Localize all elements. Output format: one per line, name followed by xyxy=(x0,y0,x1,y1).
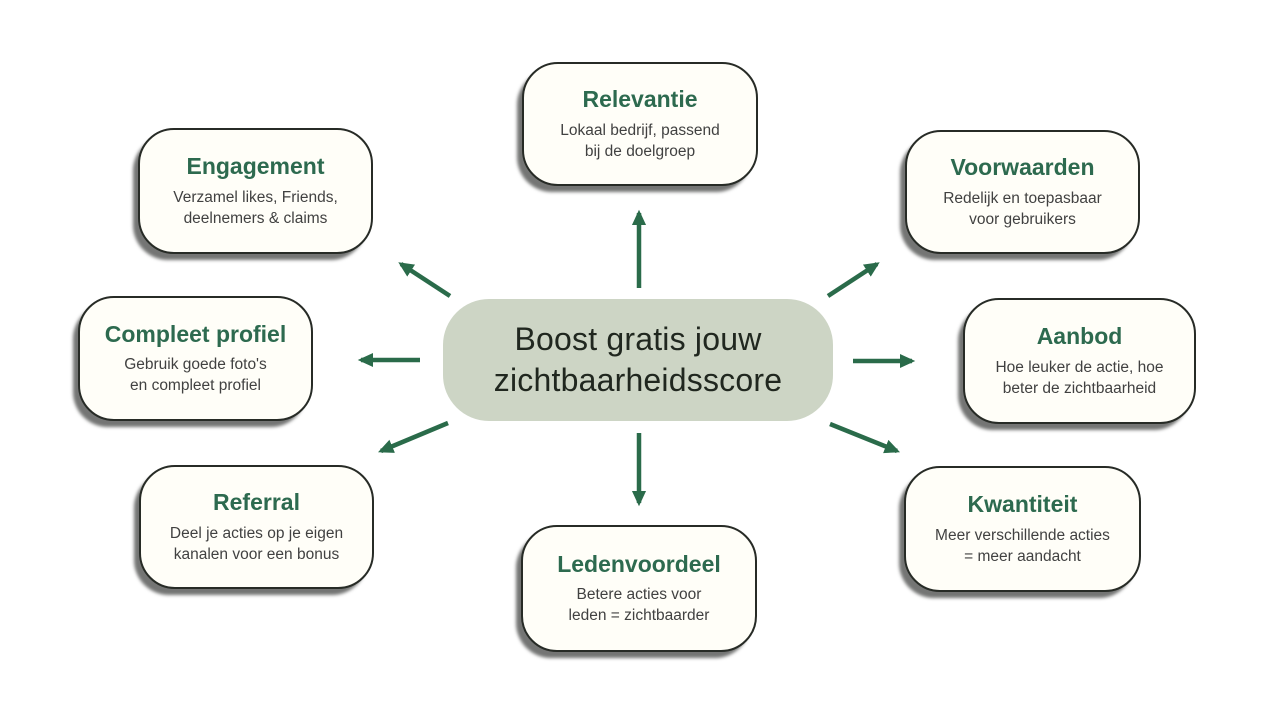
arrow-up-right xyxy=(826,262,880,298)
node-description: Hoe leuker de actie, hoe beter de zichtb… xyxy=(995,358,1164,397)
node-title: Aanbod xyxy=(1036,323,1123,350)
node-description: Lokaal bedrijf, passend bij de doelgroep xyxy=(560,121,720,160)
node-title: Voorwaarden xyxy=(950,154,1095,181)
node-voorwaarden: Voorwaarden Redelijk en toepasbaar voor … xyxy=(905,130,1140,254)
node-relevantie: Relevantie Lokaal bedrijf, passend bij d… xyxy=(522,62,758,186)
node-kwantiteit: Kwantiteit Meer verschillende acties = m… xyxy=(904,466,1141,592)
node-title: Ledenvoordeel xyxy=(557,550,721,577)
arrow-up-left xyxy=(398,262,452,298)
node-ledenvoordeel: Ledenvoordeel Betere acties voor leden =… xyxy=(521,525,757,652)
node-aanbod: Aanbod Hoe leuker de actie, hoe beter de… xyxy=(963,298,1196,424)
node-title: Relevantie xyxy=(582,86,698,113)
node-title: Kwantiteit xyxy=(967,491,1078,518)
center-node-label: Boost gratis jouw zichtbaarheidsscore xyxy=(493,321,783,398)
arrow-down-right xyxy=(829,421,901,454)
center-node: Boost gratis jouw zichtbaarheidsscore xyxy=(443,299,833,421)
node-title: Compleet profiel xyxy=(104,320,287,347)
node-description: Verzamel likes, Friends, deelnemers & cl… xyxy=(173,188,338,227)
node-description: Gebruik goede foto's en compleet profiel xyxy=(124,356,267,395)
node-description: Meer verschillende acties = meer aandach… xyxy=(935,526,1110,565)
node-engagement: Engagement Verzamel likes, Friends, deel… xyxy=(138,128,373,254)
arrow-down-left xyxy=(378,420,449,454)
node-referral: Referral Deel je acties op je eigen kana… xyxy=(139,465,374,589)
node-description: Redelijk en toepasbaar voor gebruikers xyxy=(943,189,1102,228)
node-title: Referral xyxy=(213,489,300,516)
node-description: Deel je acties op je eigen kanalen voor … xyxy=(169,524,344,563)
node-compleet-profiel: Compleet profiel Gebruik goede foto's en… xyxy=(78,296,313,421)
node-title: Engagement xyxy=(186,153,325,180)
node-description: Betere acties voor leden = zichtbaarder xyxy=(568,586,710,625)
